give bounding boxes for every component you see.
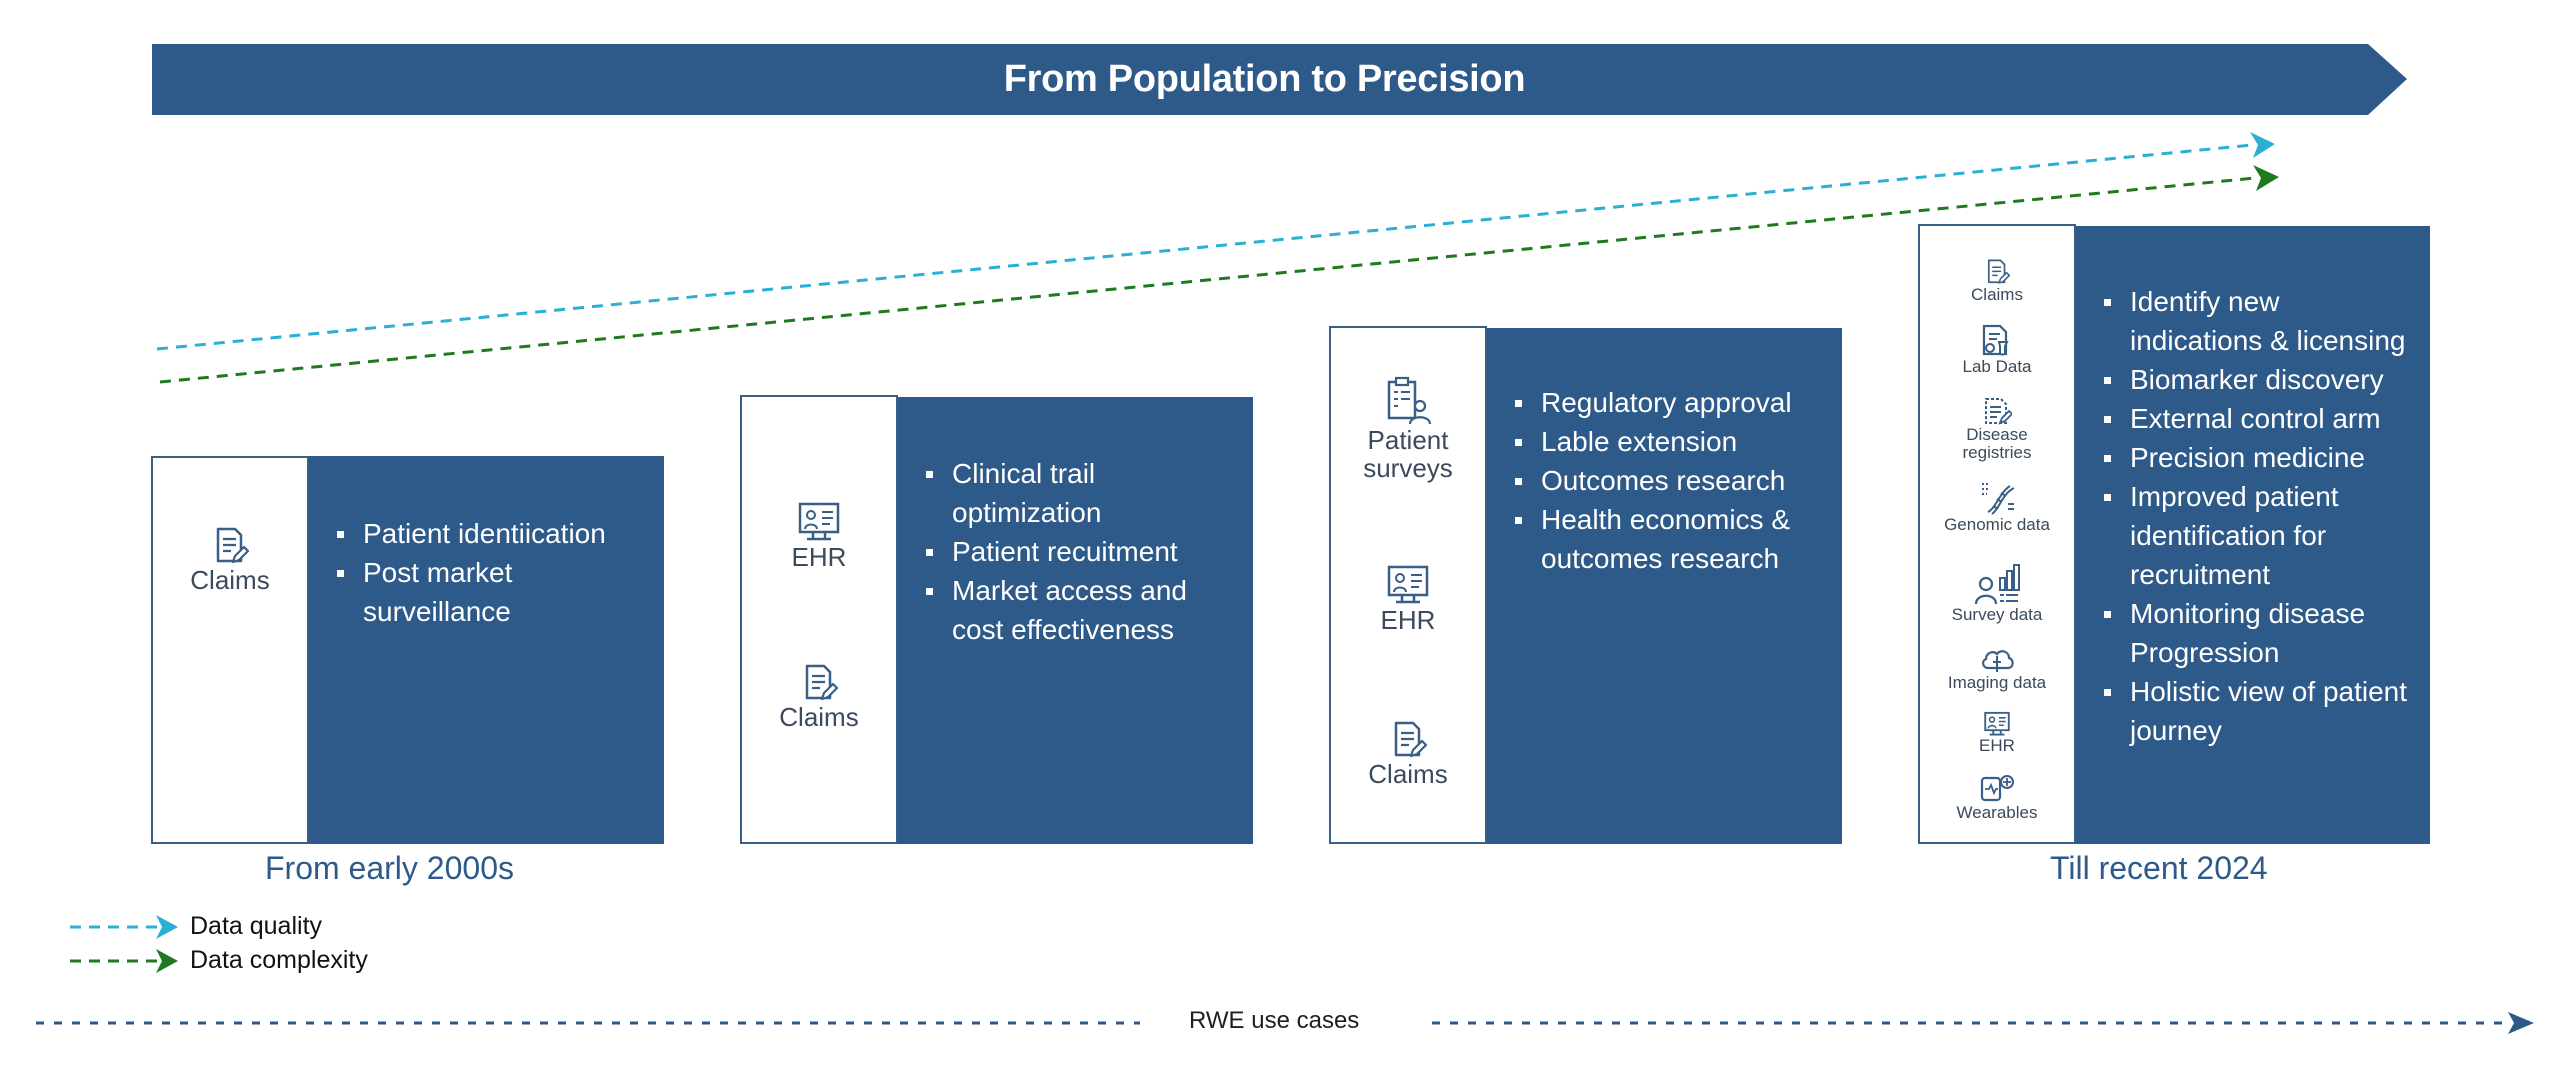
source-label: EHR	[791, 542, 847, 572]
source-patient-surveys: Patient surveys	[1331, 376, 1485, 482]
page-title: From Population to Precision	[1003, 58, 1526, 100]
source-survey-data: Survey data	[1920, 562, 2074, 624]
source-claims: Claims	[1331, 720, 1485, 788]
source-label: Claims	[190, 565, 270, 595]
rwe-use-cases-label: RWE use cases	[1189, 1007, 1360, 1034]
source-label: Claims	[1971, 285, 2023, 304]
source-ehr: EHR	[742, 501, 896, 571]
use-case: Monitoring disease Progression	[2102, 594, 2416, 672]
data-quality-trend-line	[156, 143, 2253, 351]
use-case: Biomarker discovery	[2102, 360, 2416, 399]
source-ehr: EHR	[1920, 711, 2074, 755]
legend-complexity-label: Data complexity	[190, 946, 368, 974]
source-claims: Claims	[153, 526, 307, 594]
claims-icon	[1987, 259, 2010, 284]
claims-icon	[1394, 721, 1427, 758]
rwe-axis-arrowhead	[2508, 1012, 2534, 1034]
survey-chart-icon	[1974, 564, 2020, 605]
source-claims: Claims	[1920, 258, 2074, 304]
imaging-cloud-icon	[1982, 650, 2014, 672]
use-case: Health economics & outcomes research	[1513, 500, 1828, 578]
stage-4-sources: Claims Lab Data Disease registries Genom…	[1918, 224, 2076, 844]
source-label: Claims	[779, 702, 859, 732]
data-quality-arrowhead	[2250, 132, 2275, 158]
use-case: Patient identiication	[335, 514, 664, 553]
source-lab-data: Lab Data	[1920, 322, 2074, 376]
source-label: EHR	[1979, 736, 2015, 755]
patient-survey-icon	[1387, 376, 1432, 425]
timeline-start-label: From early 2000s	[265, 850, 514, 886]
claims-icon	[805, 664, 838, 701]
source-label: Disease registries	[1962, 425, 2032, 462]
stage-1-use-cases: Patient identiication Post market survei…	[309, 456, 664, 844]
data-complexity-trend-line	[159, 176, 2256, 384]
source-label: Lab Data	[1962, 357, 2032, 376]
stage-1-sources: Claims	[151, 456, 309, 844]
source-label: Patient surveys	[1363, 425, 1453, 483]
ehr-icon	[798, 502, 840, 541]
use-case: Improved patient identification for recr…	[2102, 477, 2416, 594]
rwe-axis	[36, 1012, 2534, 1034]
source-genomic-data: Genomic data	[1920, 480, 2074, 534]
use-case: Regulatory approval	[1513, 383, 1828, 422]
legend-quality-swatch	[70, 915, 178, 939]
source-label: Imaging data	[1947, 673, 2047, 692]
source-label: Claims	[1368, 759, 1448, 789]
source-label: Survey data	[1951, 605, 2043, 624]
use-case: Lable extension	[1513, 422, 1828, 461]
stage-4-use-cases: Identify new indications & licensing Bio…	[2076, 226, 2430, 844]
wearable-icon	[1980, 775, 2014, 802]
source-imaging-data: Imaging data	[1920, 644, 2074, 692]
use-case: Identify new indications & licensing	[2102, 282, 2416, 360]
lab-data-icon	[1982, 324, 2009, 356]
stage-3-sources: Patient surveys EHR Claims	[1329, 326, 1487, 844]
use-case: Patient recuitment	[924, 532, 1233, 571]
source-claims: Claims	[742, 663, 896, 731]
timeline-end-label: Till recent 2024	[2050, 850, 2268, 886]
ehr-icon	[1984, 711, 2010, 736]
stage-3-use-cases: Regulatory approval Lable extension Outc…	[1487, 328, 1842, 844]
source-wearables: Wearables	[1920, 772, 2074, 822]
use-case: Holistic view of patient journey	[2102, 672, 2416, 750]
legend-quality-label: Data quality	[190, 912, 323, 940]
use-case: External control arm	[2102, 399, 2416, 438]
source-disease-registries: Disease registries	[1920, 396, 2074, 462]
disease-registry-icon	[1985, 398, 2012, 425]
use-case: Outcomes research	[1513, 461, 1828, 500]
legend-complexity-swatch	[70, 949, 178, 973]
data-complexity-arrowhead	[2253, 165, 2279, 191]
stage-2-use-cases: Clinical trail optimization Patient recu…	[898, 397, 1253, 844]
source-label: EHR	[1380, 605, 1436, 635]
use-case: Market access and cost effectiveness	[924, 571, 1233, 649]
source-ehr: EHR	[1331, 564, 1485, 634]
use-case: Clinical trail optimization	[924, 454, 1233, 532]
dna-icon	[1982, 483, 2015, 515]
source-label: Genomic data	[1944, 515, 2050, 534]
use-case: Post market surveillance	[335, 553, 664, 631]
title-banner: From Population to Precision	[152, 44, 2407, 115]
stage-2-sources: EHR Claims	[740, 395, 898, 844]
claims-icon	[216, 527, 249, 564]
ehr-icon	[1387, 565, 1429, 604]
use-case: Precision medicine	[2102, 438, 2416, 477]
source-label: Wearables	[1956, 803, 2038, 822]
